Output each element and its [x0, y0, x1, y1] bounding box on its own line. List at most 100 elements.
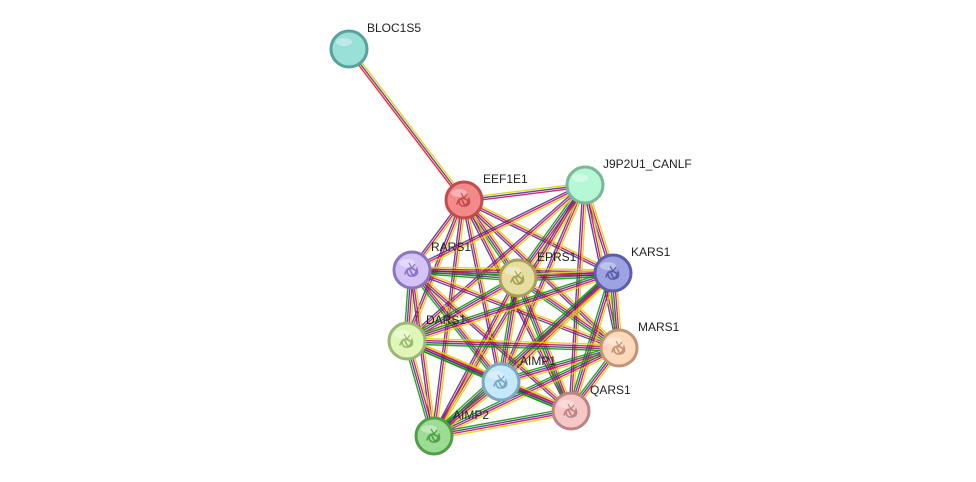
edge-evidence-line	[434, 411, 572, 438]
edge-evidence-line	[350, 47, 467, 200]
edge-evidence-line	[465, 199, 504, 382]
node-circle[interactable]	[599, 328, 639, 368]
node-highlight	[399, 259, 415, 267]
edge-evidence-line	[463, 182, 585, 199]
edge-evidence-line	[463, 199, 502, 383]
node-highlight	[421, 425, 437, 433]
node-EPRS1[interactable]: EPRS1	[498, 250, 577, 298]
node-circle[interactable]	[565, 165, 605, 205]
node-EEF1E1[interactable]: EEF1E1	[444, 172, 528, 220]
edge-evidence-line	[434, 348, 620, 438]
edge-evidence-line	[462, 201, 613, 276]
edge-KARS1-DARS1[interactable]	[405, 269, 615, 345]
node-circle[interactable]	[593, 253, 633, 293]
node-label: QARS1	[590, 383, 631, 397]
edge-evidence-line	[431, 270, 612, 435]
edge-evidence-line	[463, 199, 614, 274]
edge-evidence-line	[410, 270, 571, 414]
node-RARS1[interactable]: RARS1	[392, 240, 471, 290]
edge-evidence-line	[433, 407, 571, 434]
edge-evidence-line	[405, 274, 517, 339]
edge-evidence-line	[571, 273, 615, 412]
node-circle[interactable]	[392, 250, 432, 290]
edge-EEF1E1-AIMP1[interactable]	[461, 199, 504, 383]
node-label: KARS1	[631, 245, 671, 259]
node-J9P2U1_CANLF[interactable]: J9P2U1_CANLF	[565, 157, 692, 205]
edge-evidence-line	[407, 275, 615, 345]
node-circle[interactable]	[414, 416, 454, 456]
edge-evidence-line	[411, 184, 586, 271]
protein-structure-icon	[605, 265, 620, 280]
node-circle[interactable]	[551, 391, 591, 431]
edge-evidence-line	[406, 276, 518, 341]
edge-evidence-line	[406, 184, 586, 342]
node-label: AIMP2	[453, 408, 489, 422]
node-circle[interactable]	[329, 29, 369, 69]
edge-evidence-line	[515, 279, 618, 352]
protein-structure-icon	[404, 262, 419, 277]
node-BLOC1S5[interactable]: BLOC1S5	[329, 21, 421, 69]
edge-J9P2U1_CANLF-RARS1[interactable]	[410, 182, 587, 273]
edge-evidence-line	[348, 48, 465, 201]
edge-DARS1-MARS1[interactable]	[406, 337, 620, 352]
edge-evidence-line	[500, 346, 619, 382]
node-circle[interactable]	[498, 258, 538, 298]
edge-evidence-line	[499, 344, 619, 380]
node-DARS1[interactable]: DARS1	[387, 313, 466, 361]
node-MARS1[interactable]: MARS1	[599, 320, 680, 368]
node-KARS1[interactable]: KARS1	[593, 245, 671, 293]
node-circle[interactable]	[481, 362, 521, 402]
node-label: AIMP1	[520, 354, 556, 368]
node-highlight	[600, 262, 616, 270]
node-highlight	[572, 174, 588, 182]
edge-evidence-line	[498, 183, 584, 382]
node-label: EPRS1	[537, 250, 577, 264]
edge-BLOC1S5-EEF1E1[interactable]	[346, 47, 467, 202]
edge-evidence-line	[569, 272, 613, 411]
edge-evidence-line	[406, 343, 619, 352]
protein-structure-icon	[493, 374, 508, 389]
node-AIMP1[interactable]: AIMP1	[481, 354, 556, 402]
node-label: J9P2U1_CANLF	[603, 157, 692, 171]
protein-structure-icon	[510, 270, 525, 285]
protein-structure-icon	[563, 403, 578, 418]
edge-evidence-line	[502, 185, 588, 384]
edge-evidence-line	[464, 197, 615, 272]
node-label: MARS1	[638, 320, 680, 334]
node-circle[interactable]	[444, 180, 484, 220]
node-highlight	[488, 371, 504, 379]
edge-evidence-line	[405, 269, 613, 339]
protein-structure-icon	[399, 333, 414, 348]
edge-evidence-line	[433, 277, 519, 437]
edge-J9P2U1_CANLF-DARS1[interactable]	[405, 182, 587, 344]
edge-J9P2U1_CANLF-AIMP1[interactable]	[498, 183, 588, 384]
edge-evidence-line	[410, 182, 585, 269]
edge-KARS1-QARS1[interactable]	[567, 271, 617, 413]
edge-evidence-line	[517, 278, 619, 350]
node-label: BLOC1S5	[367, 21, 421, 35]
node-highlight	[336, 38, 352, 46]
node-label: DARS1	[426, 313, 466, 327]
edge-evidence-line	[461, 200, 500, 383]
node-QARS1[interactable]: QARS1	[551, 383, 631, 431]
edge-evidence-line	[573, 273, 617, 413]
edge-QARS1-AIMP2[interactable]	[433, 407, 572, 440]
edge-evidence-line	[346, 49, 463, 202]
protein-structure-icon	[611, 340, 626, 355]
edge-evidence-line	[406, 341, 619, 350]
edge-evidence-line	[412, 186, 587, 273]
node-highlight	[394, 330, 410, 338]
edge-evidence-line	[411, 271, 619, 351]
node-circle[interactable]	[387, 321, 427, 361]
edge-EEF1E1-J9P2U1_CANLF[interactable]	[463, 182, 586, 203]
edge-evidence-line	[463, 184, 586, 201]
edge-EEF1E1-KARS1[interactable]	[462, 197, 615, 276]
edge-evidence-line	[500, 184, 586, 383]
edge-evidence-line	[413, 267, 504, 381]
node-label: EEF1E1	[483, 172, 528, 186]
node-AIMP2[interactable]: AIMP2	[414, 408, 489, 456]
edge-evidence-line	[434, 413, 572, 440]
edge-evidence-line	[407, 185, 587, 344]
